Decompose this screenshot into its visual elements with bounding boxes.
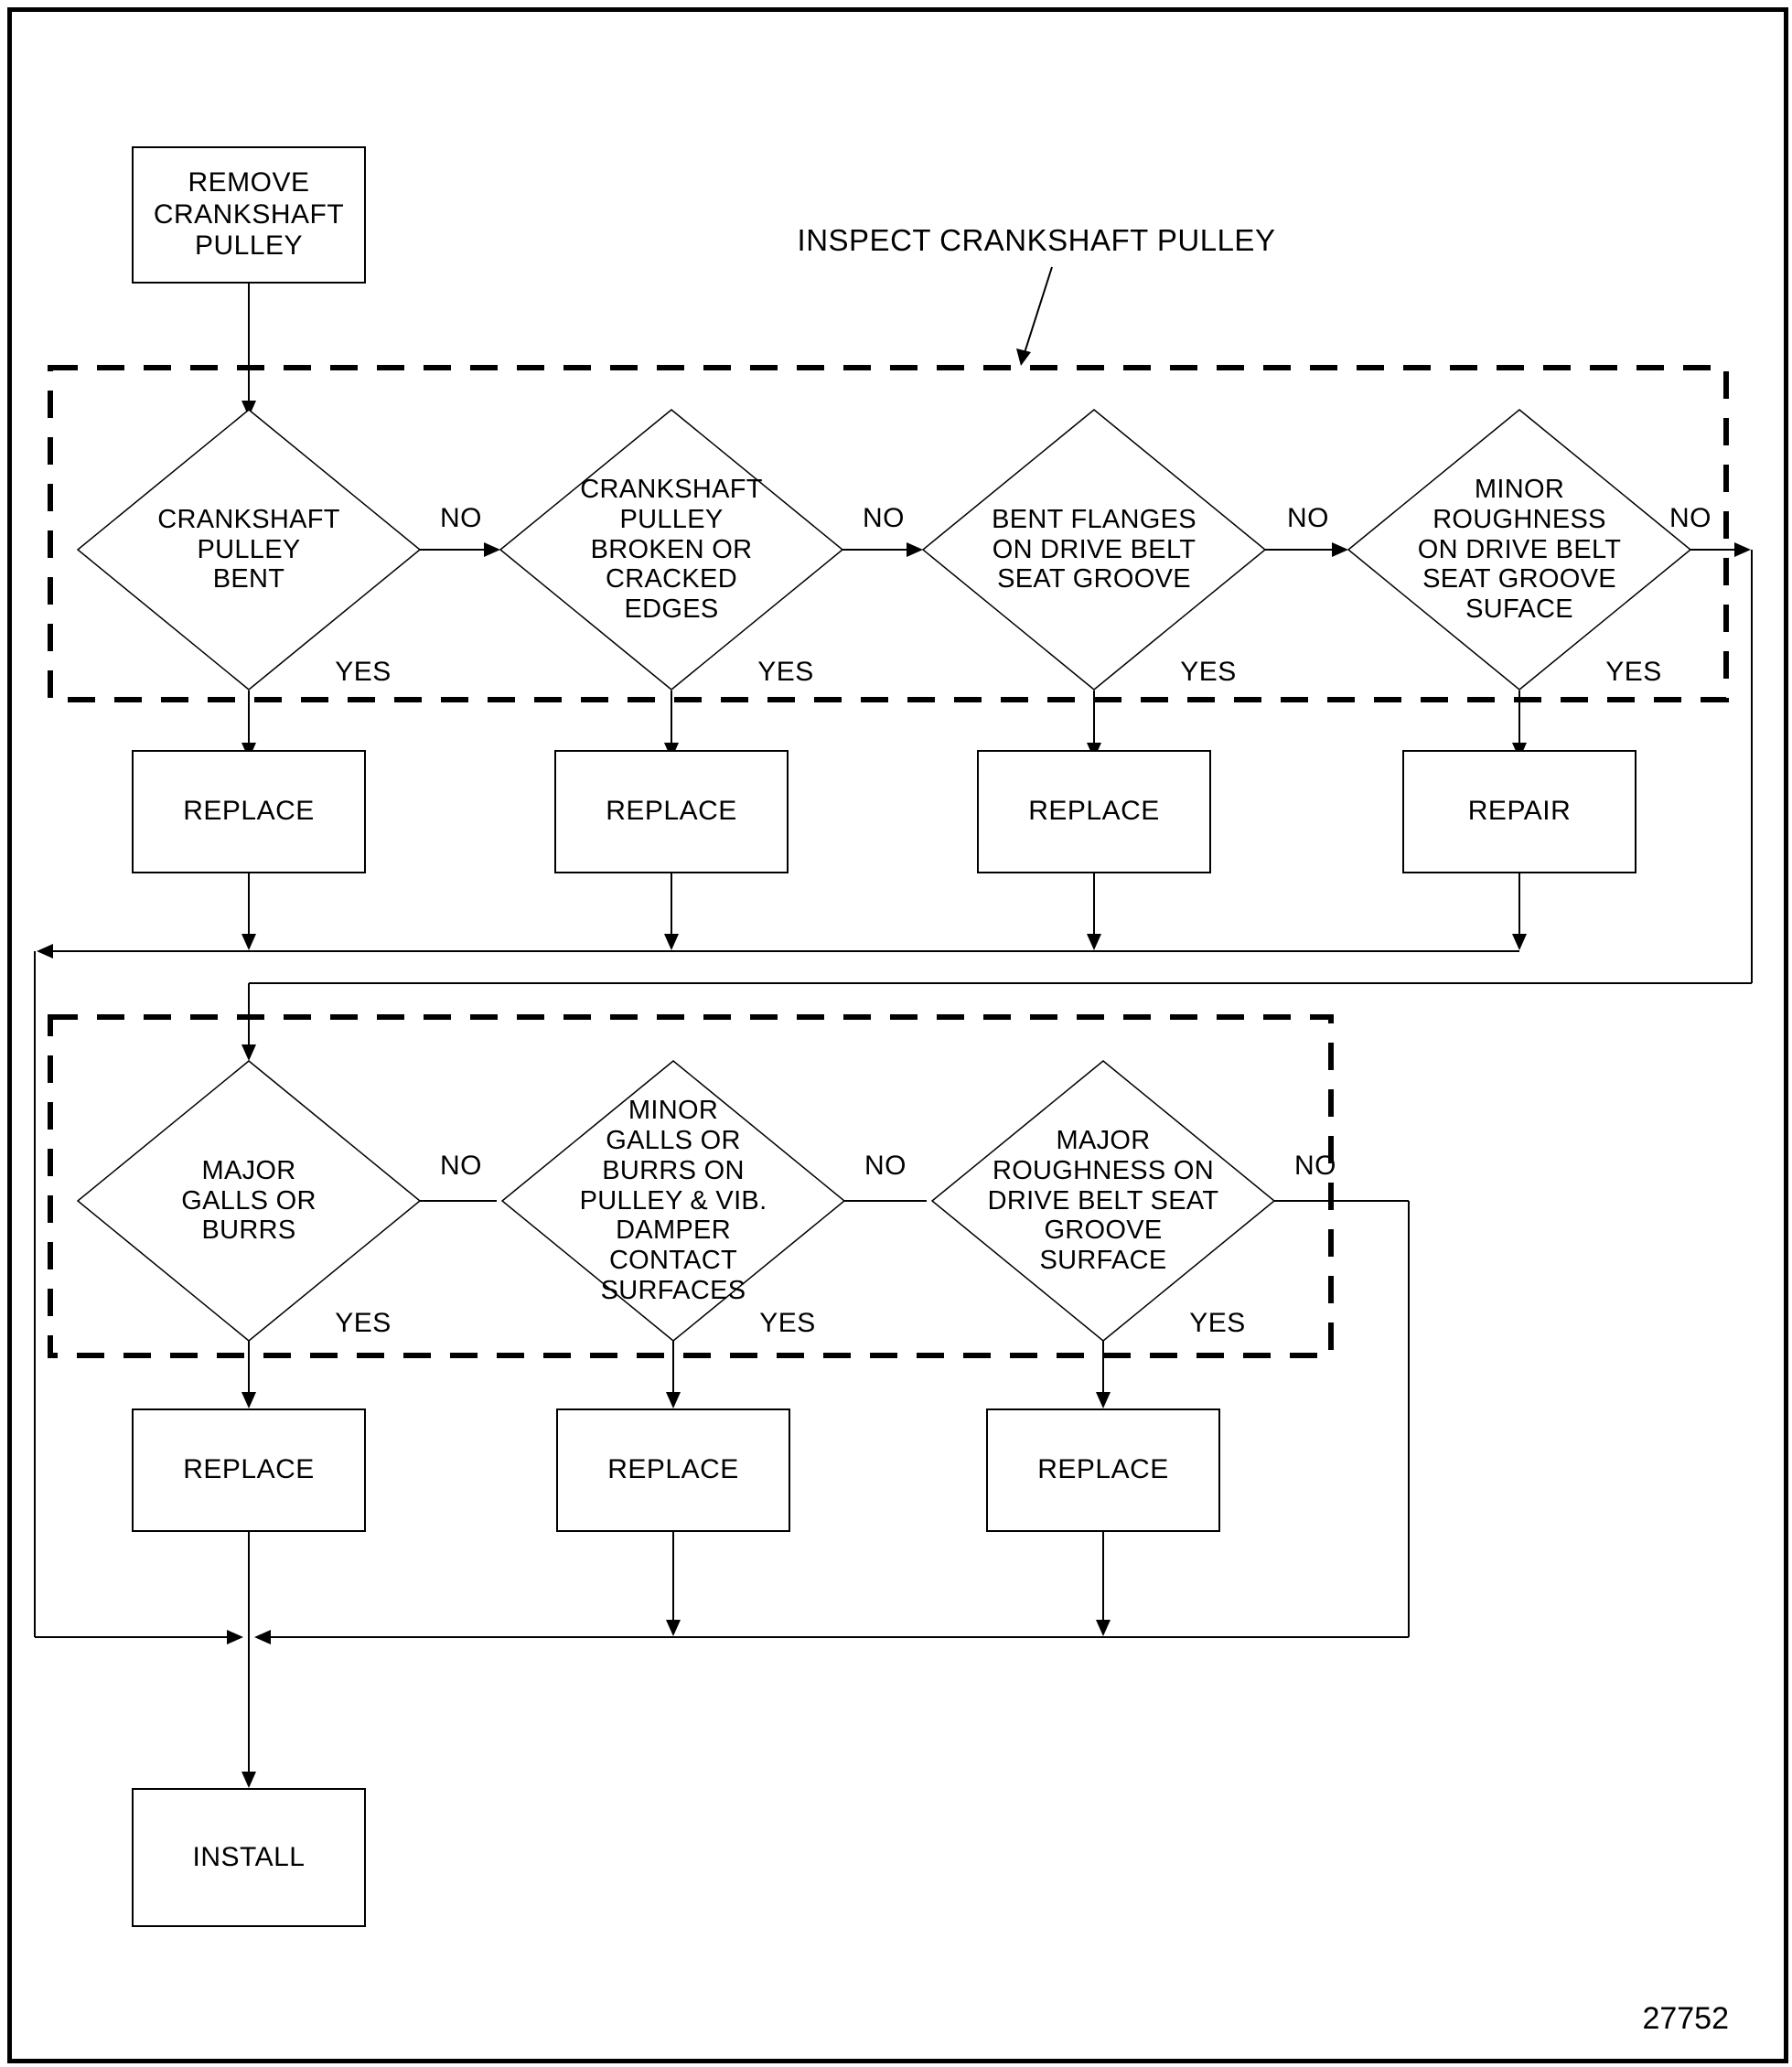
diamond-minor-galls — [500, 1060, 846, 1342]
action-box-replace-2: REPLACE — [554, 750, 789, 873]
diamond-minor-roughness — [1347, 409, 1692, 691]
no-label-5: NO — [440, 1151, 482, 1181]
figure-number: 27752 — [1642, 2001, 1729, 2036]
end-box-install: INSTALL — [132, 1788, 366, 1927]
inspect-crankshaft-pulley-callout: INSPECT CRANKSHAFT PULLEY — [797, 223, 1276, 257]
page-border — [7, 7, 1788, 2063]
yes-label-2: YES — [757, 657, 814, 687]
diamond-bent-flanges — [921, 409, 1267, 691]
diamond-crankshaft-pulley-bent — [76, 409, 422, 691]
inspection-zone-1-dashed-box — [48, 365, 1729, 702]
diamond-major-galls — [76, 1060, 422, 1342]
yes-label-3: YES — [1180, 657, 1237, 687]
yes-label-6: YES — [759, 1308, 816, 1338]
flow-arrowheads — [37, 348, 1751, 1788]
no-label-6: NO — [864, 1151, 907, 1181]
no-label-4: NO — [1669, 503, 1712, 533]
action-box-replace-5: REPLACE — [556, 1408, 790, 1532]
no-label-1: NO — [440, 503, 482, 533]
no-label-7: NO — [1294, 1151, 1336, 1181]
inspection-zone-2-dashed-box — [48, 1014, 1334, 1358]
action-box-replace-1: REPLACE — [132, 750, 366, 873]
no-label-2: NO — [863, 503, 905, 533]
action-box-replace-3: REPLACE — [977, 750, 1211, 873]
start-box-remove-crankshaft-pulley: REMOVE CRANKSHAFT PULLEY — [132, 146, 366, 284]
diamond-major-roughness — [930, 1060, 1276, 1342]
yes-label-4: YES — [1605, 657, 1662, 687]
action-box-repair: REPAIR — [1402, 750, 1636, 873]
action-box-replace-4: REPLACE — [132, 1408, 366, 1532]
yes-label-1: YES — [335, 657, 392, 687]
yes-label-7: YES — [1189, 1308, 1246, 1338]
diamond-broken-cracked-edges — [499, 409, 844, 691]
action-box-replace-6: REPLACE — [986, 1408, 1220, 1532]
no-label-3: NO — [1287, 503, 1329, 533]
yes-label-5: YES — [335, 1308, 392, 1338]
decision-diamonds — [76, 409, 1692, 1342]
flow-lines — [34, 266, 1753, 1783]
